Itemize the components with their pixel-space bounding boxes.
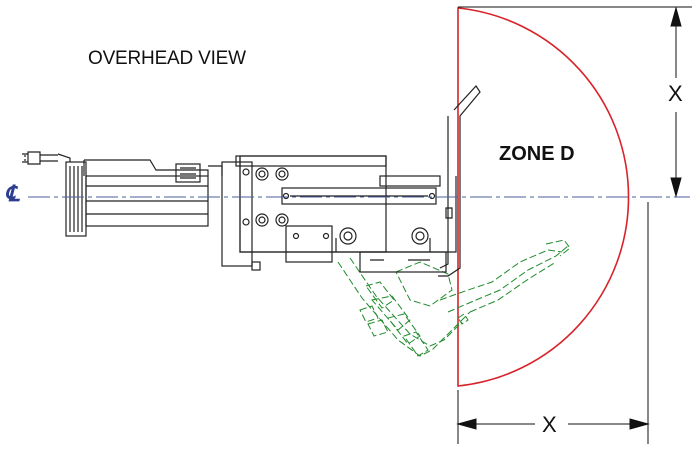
centerline-symbol: ℄ (5, 181, 20, 206)
knob-right (411, 227, 429, 245)
bracket-arm (438, 85, 481, 277)
dimension-bottom-label: X (542, 412, 557, 437)
dimension-right-label: X (668, 81, 683, 106)
main-housing (221, 161, 253, 267)
zone-boundary (457, 7, 630, 387)
slot-plate (281, 187, 437, 205)
zone-label: ZONE D (499, 143, 575, 165)
cylinder (65, 161, 87, 237)
dimension-bottom (456, 202, 650, 444)
cable-connector (27, 151, 71, 165)
view-title: OVERHEAD VIEW (88, 48, 246, 69)
knob-left (339, 227, 357, 245)
dimension-right (458, 6, 692, 198)
swing-path-outline (337, 239, 571, 357)
machine-body (22, 85, 481, 277)
